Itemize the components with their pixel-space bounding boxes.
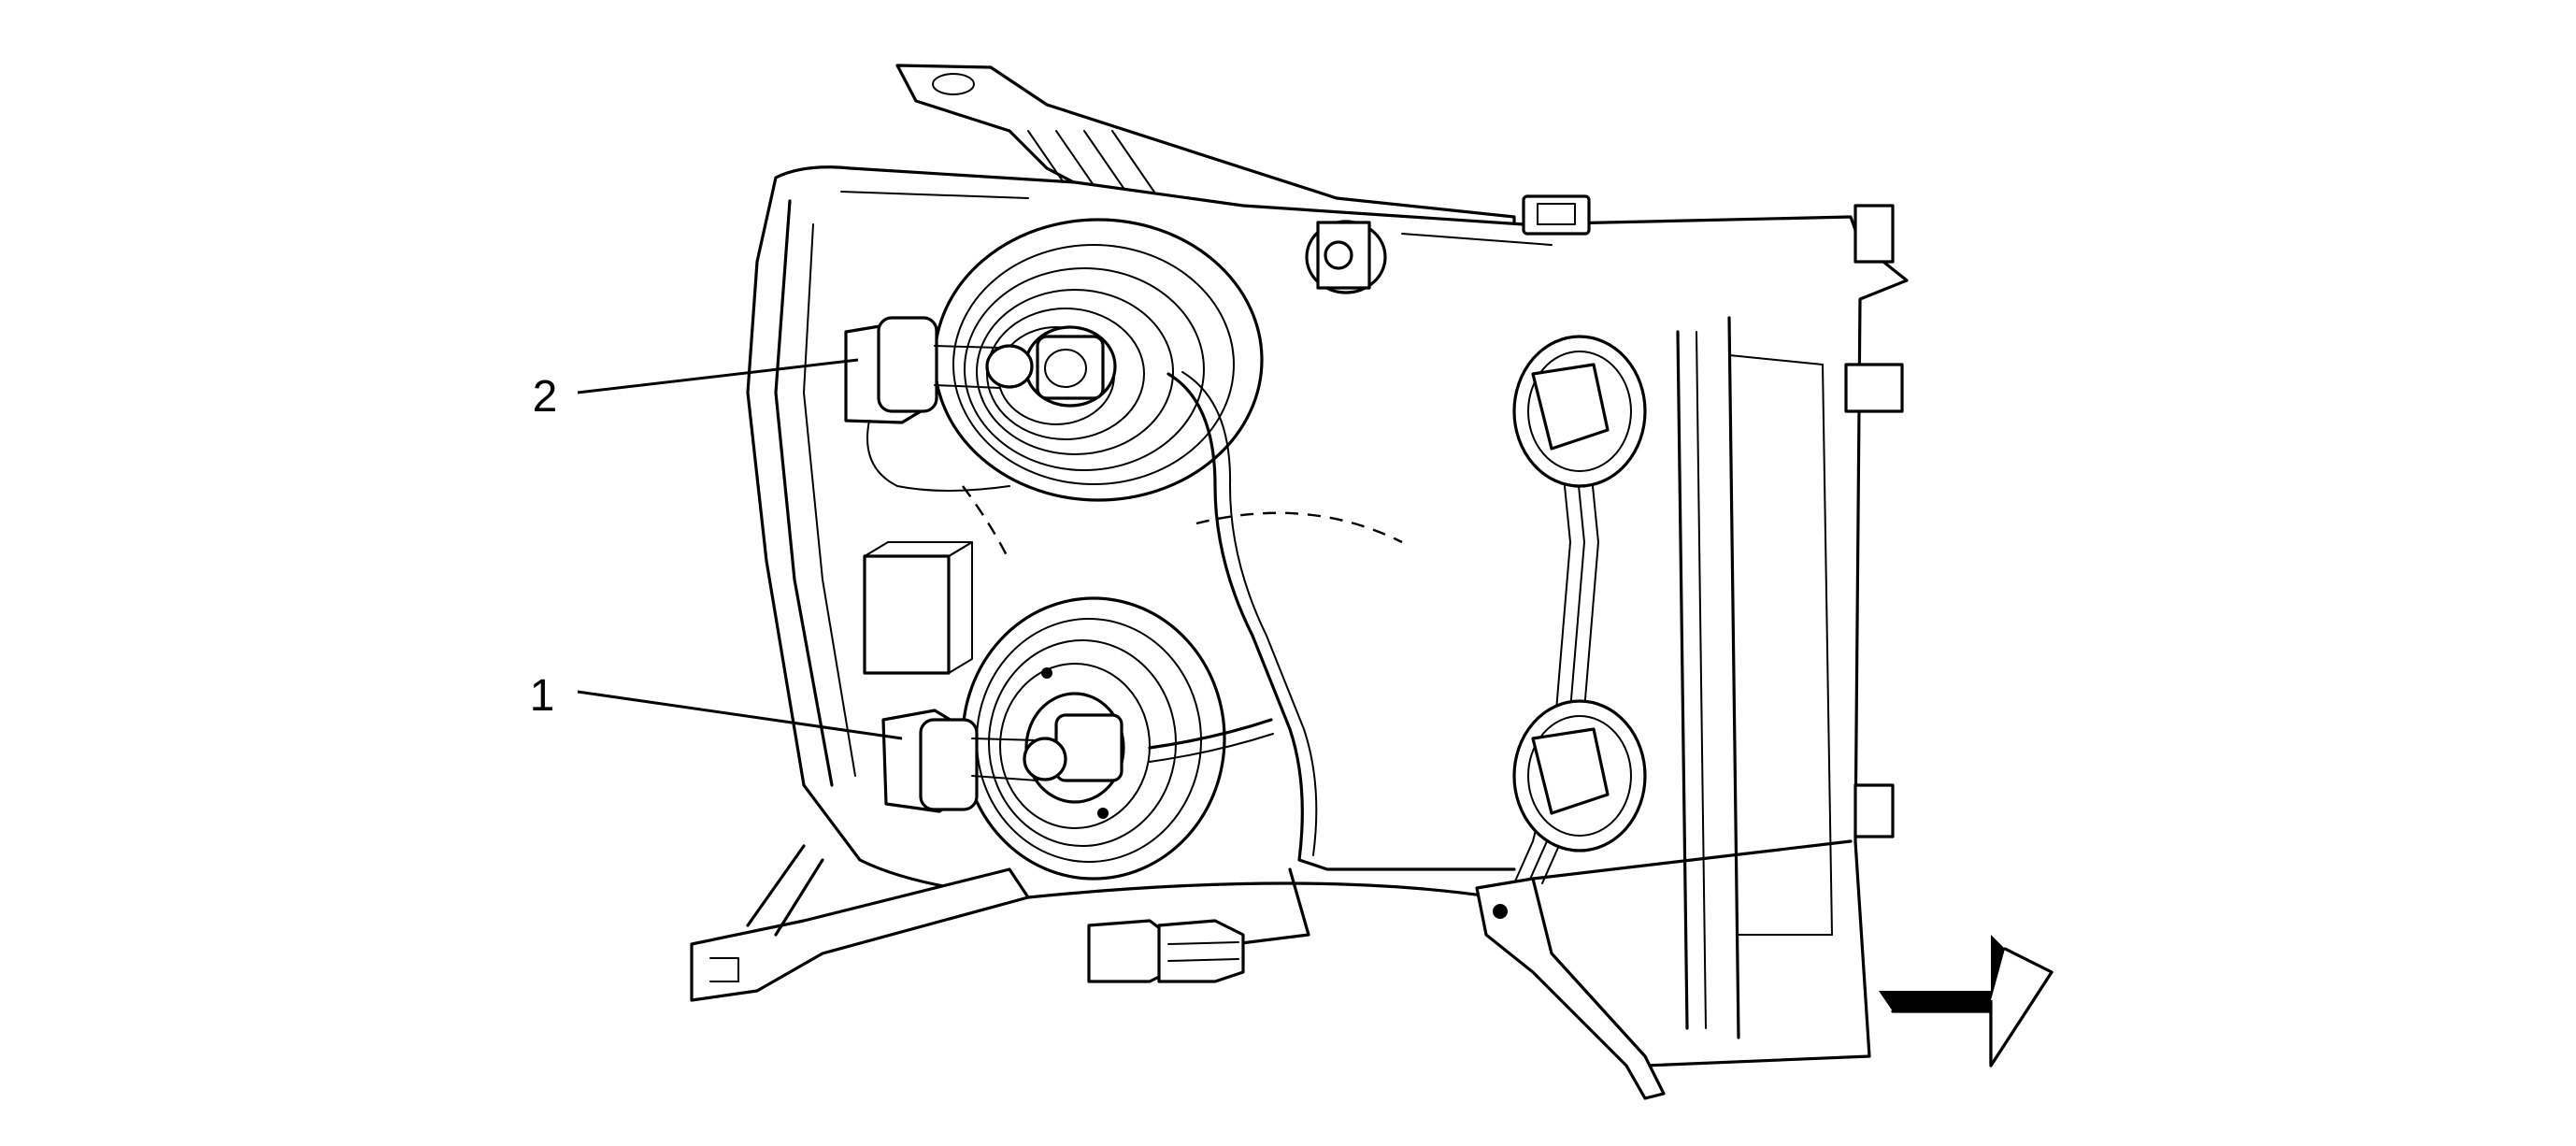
upper-bulb-socket bbox=[933, 218, 1264, 502]
callout-number-2: 2 bbox=[533, 372, 558, 422]
callout-leader-2 bbox=[577, 358, 859, 394]
lower-mounting-bracket bbox=[690, 844, 1030, 1002]
upper-bulb-connector bbox=[844, 316, 1034, 492]
control-module bbox=[863, 541, 973, 675]
lower-right-bracket bbox=[1475, 839, 1853, 1100]
lower-bulb-connector bbox=[881, 709, 1067, 813]
callout-number-1: 1 bbox=[530, 671, 555, 721]
direction-arrow-icon bbox=[1879, 935, 2054, 1067]
bottom-harness-connector bbox=[1087, 919, 1245, 983]
adjuster-tab bbox=[1305, 194, 1591, 294]
hidden-contour-line bbox=[962, 485, 1011, 562]
callout-leader-1 bbox=[577, 690, 903, 740]
side-frame bbox=[1676, 204, 1904, 1039]
side-marker-sockets bbox=[1512, 335, 1647, 852]
lower-bulb-socket bbox=[961, 596, 1226, 881]
hidden-contour-line bbox=[1195, 511, 1403, 544]
